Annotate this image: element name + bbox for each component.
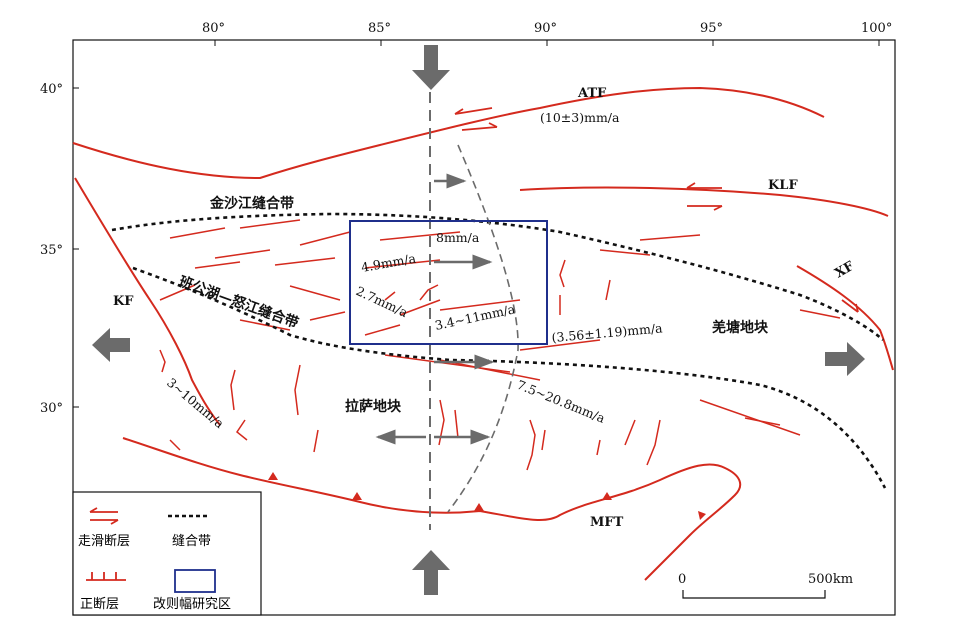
legend-suture-label: 缝合带 <box>172 534 211 549</box>
lon-tick-90: 90° <box>534 21 557 36</box>
lat-tick-40: 40° <box>40 82 63 97</box>
major-faults <box>72 86 894 581</box>
lon-tick-85: 85° <box>368 21 391 36</box>
legend-study-area-icon <box>174 569 216 593</box>
legend-study-area-label: 改则幅研究区 <box>153 597 231 612</box>
scale-bar <box>682 590 826 599</box>
kf-label: KF <box>113 294 134 309</box>
qiangtang-block-label: 羌塘地块 <box>712 319 769 336</box>
mft-teeth <box>268 472 706 520</box>
scale-start: 0 <box>678 572 686 587</box>
lon-tick-95: 95° <box>700 21 723 36</box>
north-arrow-icon <box>412 45 450 90</box>
atf-fault <box>72 86 825 180</box>
rate-box-top: 8mm/a <box>436 230 480 245</box>
lon-tick-100: 100° <box>861 21 892 36</box>
compression-arrows <box>92 45 865 595</box>
xf-fault <box>796 265 894 371</box>
slip-arrows <box>454 107 859 313</box>
lhasa-block-label: 拉萨地块 <box>345 398 402 415</box>
velocity-arrows <box>375 173 495 445</box>
lon-tick-80: 80° <box>202 21 225 36</box>
east-arrow-icon <box>825 342 865 376</box>
legend <box>72 491 262 616</box>
legend-strike-slip-label: 走滑断层 <box>78 534 130 549</box>
lat-tick-35: 35° <box>40 243 63 258</box>
klf-fault <box>519 186 889 217</box>
profile-line-curved <box>447 144 519 513</box>
longitude-ticks <box>214 40 880 46</box>
legend-normal-label: 正断层 <box>80 597 119 612</box>
west-arrow-icon <box>92 328 130 362</box>
klf-label: KLF <box>768 178 798 193</box>
jinsha-suture-label: 金沙江缝合带 <box>209 195 294 212</box>
scale-end: 500km <box>808 572 853 587</box>
latitude-ticks <box>73 87 79 408</box>
atf-label: ATF <box>577 86 607 101</box>
kf-fault <box>74 177 221 426</box>
legend-normal-icon <box>86 572 126 581</box>
legend-strike-slip-icon <box>89 507 119 525</box>
study-area-box <box>349 220 548 345</box>
mft-label: MFT <box>590 515 624 530</box>
lat-tick-30: 30° <box>40 401 63 416</box>
mft-thrust <box>122 437 742 581</box>
normal-faults <box>159 259 661 471</box>
atf-rate: (10±3)mm/a <box>540 110 620 125</box>
south-arrow-icon <box>412 550 450 595</box>
